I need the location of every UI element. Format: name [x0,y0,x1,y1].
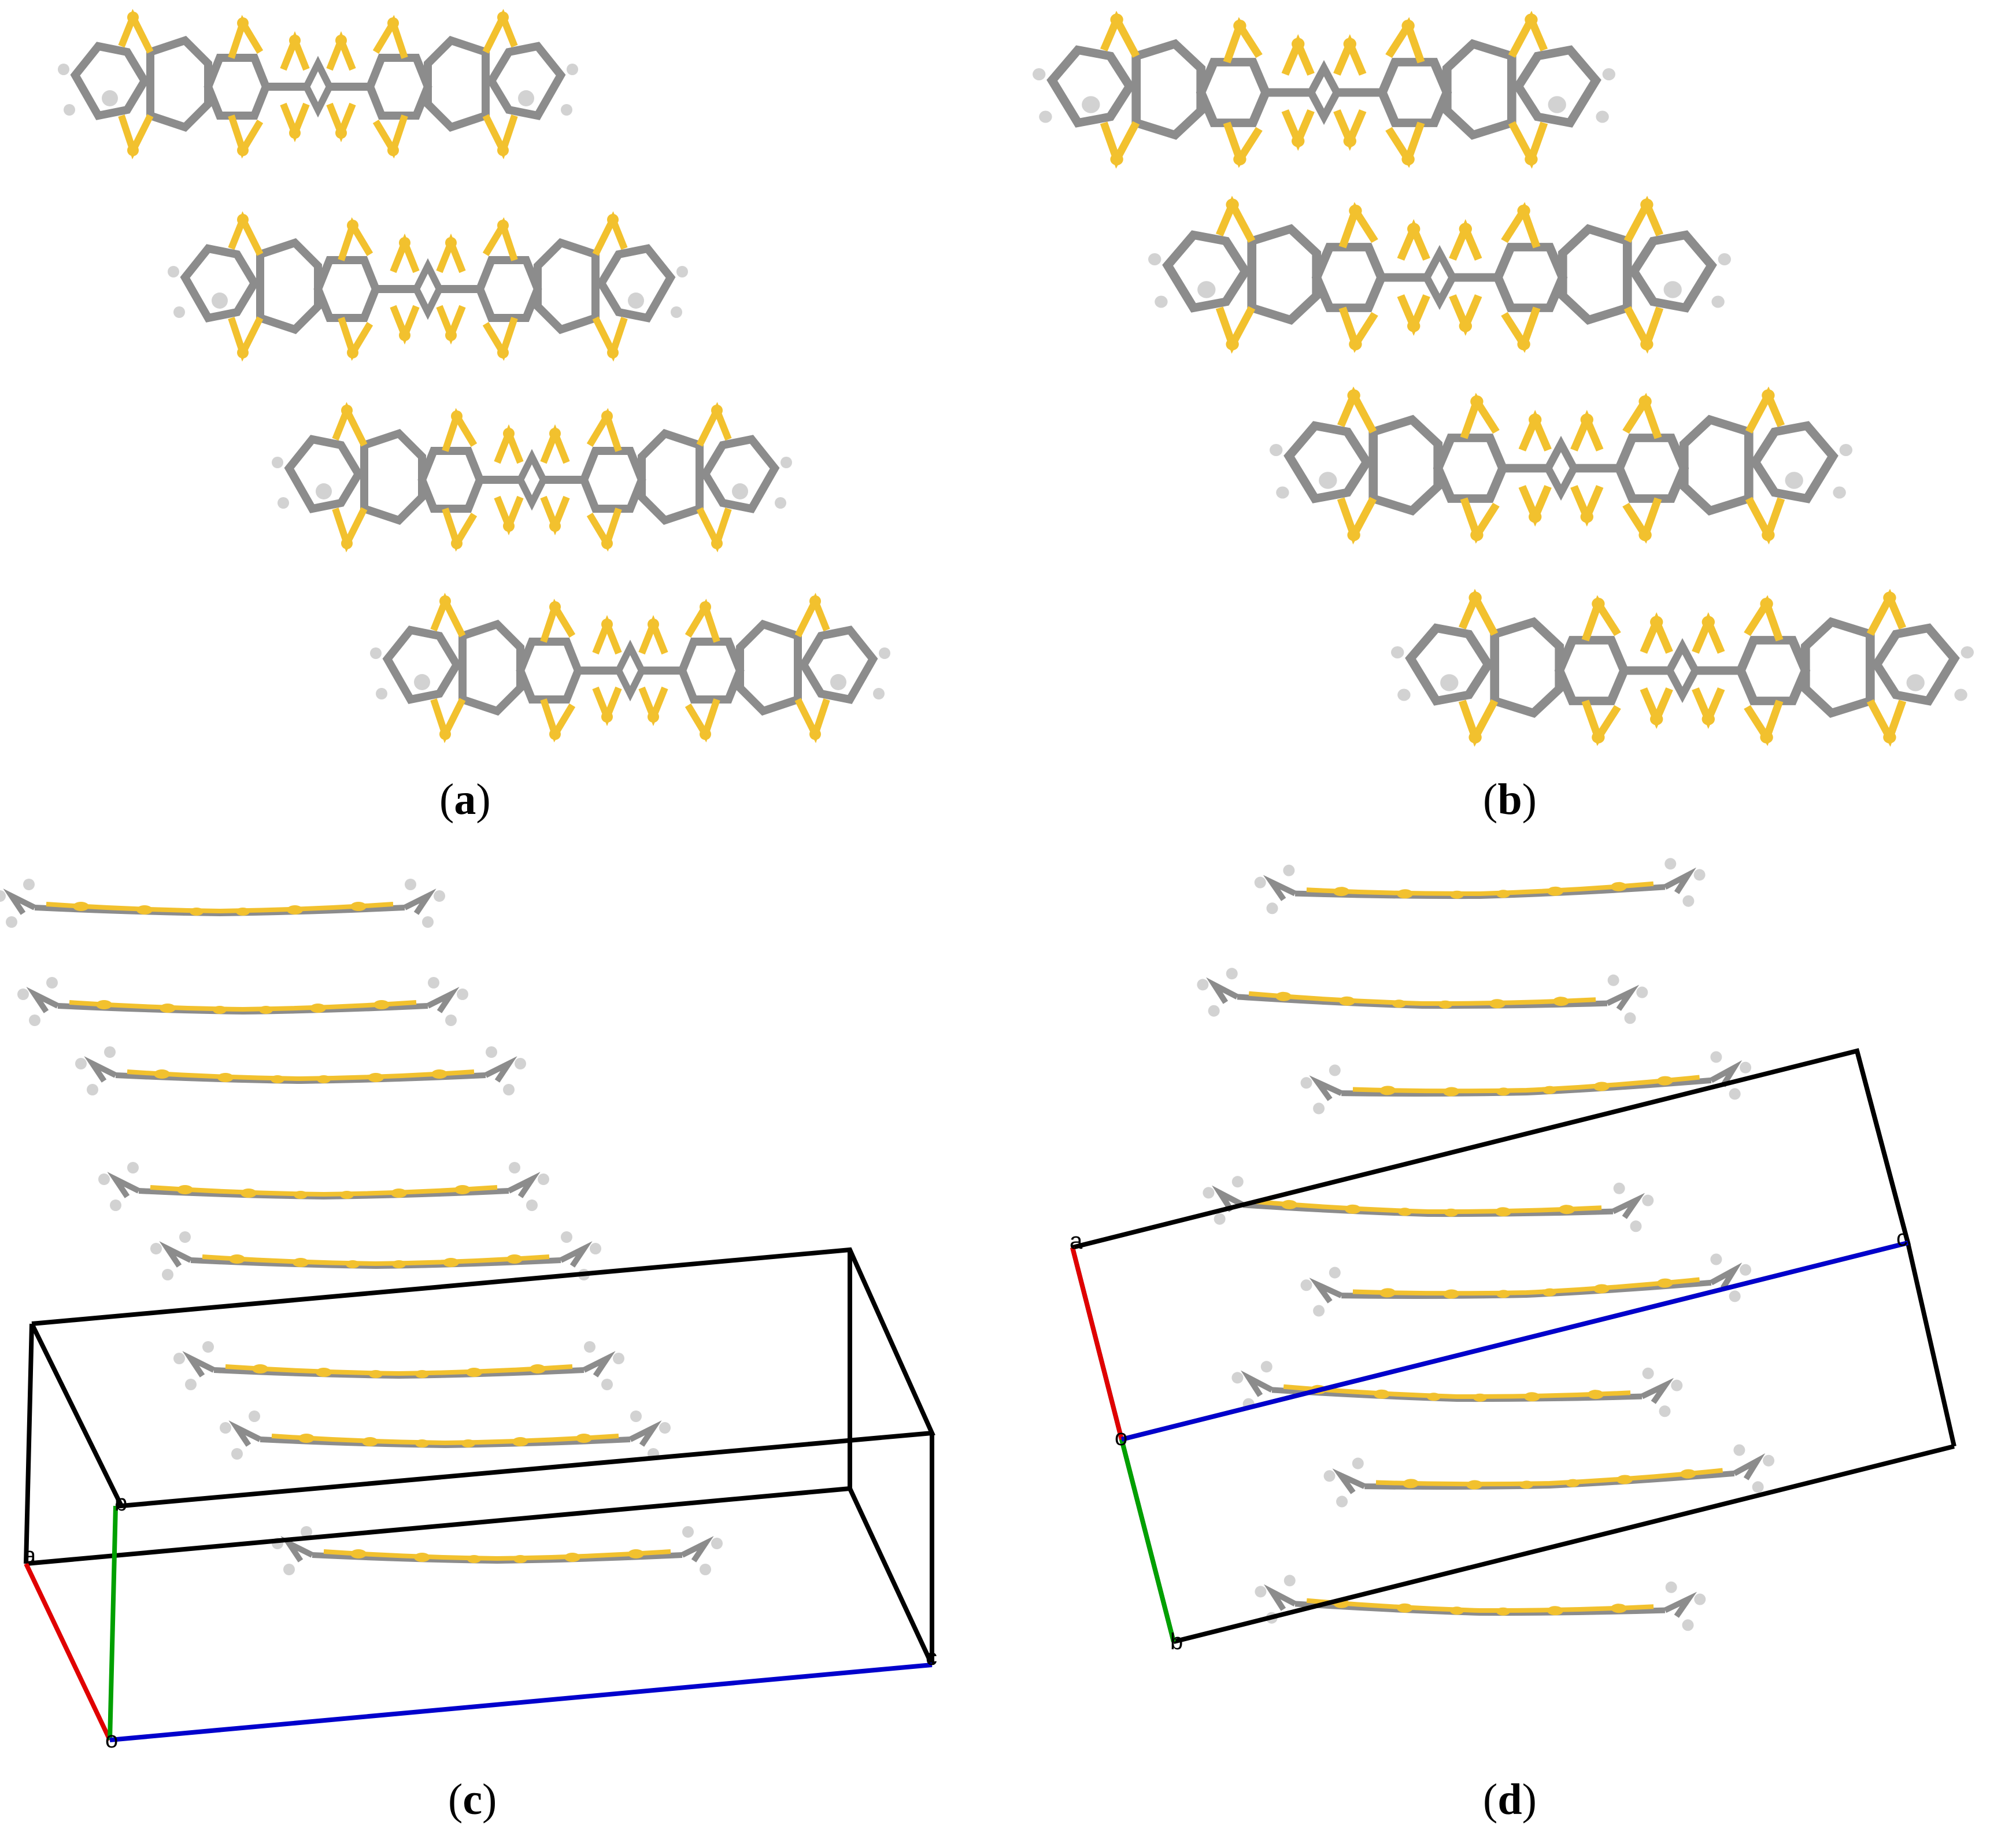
axis-a-c [24,1563,112,1741]
axis-b-d [1119,1439,1176,1642]
panel-c-side-view: o a b c [0,879,937,1753]
panel-label-c: (c) [448,1775,497,1824]
molecule-d5 [1300,1252,1752,1317]
molecule-c4 [98,1162,549,1211]
molecule-b3 [1270,390,1852,542]
molecule-d6 [1231,1360,1682,1417]
panel-label-d: (d) [1483,1775,1537,1824]
panel-label-b: (b) [1483,775,1537,824]
unit-cell-c [24,1247,935,1666]
axis-label-a-d: a [1070,1228,1083,1254]
molecule-c7 [220,1410,671,1460]
axis-label-origin-d: o [1115,1425,1127,1450]
panel-a-stack-view [58,12,890,740]
panel-b-stack-view [1033,13,1974,743]
axis-label-b-d: b [1170,1629,1183,1654]
molecule-d4 [1202,1175,1654,1232]
molecule-c1 [0,879,445,928]
molecule-d1 [1254,857,1706,915]
axis-label-c-c: c [926,1645,937,1670]
axis-label-c-d: c [1896,1226,1908,1251]
axis-b-c [108,1505,118,1741]
molecule-d3 [1300,1050,1752,1115]
molecule-c5 [150,1231,601,1280]
axis-c-d [1121,1241,1908,1442]
molecule-c3 [75,1046,526,1095]
molecule-d2 [1196,967,1648,1024]
molecule-a1 [58,12,578,156]
unit-cell-d [1070,1048,1956,1644]
axis-label-b-c: b [114,1490,127,1516]
axis-label-origin-c: o [105,1727,118,1753]
molecule-a4 [370,595,890,740]
axis-label-a-c: a [23,1543,36,1568]
axis-a-d [1070,1247,1124,1440]
molecule-d7 [1323,1443,1775,1508]
panel-label-a: (a) [439,775,491,824]
molecule-b2 [1148,199,1731,351]
molecule-a2 [168,214,688,358]
panel-d-side-view: o a b c [1070,857,1956,1654]
molecule-a3 [272,405,792,549]
axis-c-c [109,1663,933,1742]
molecule-c6 [173,1341,624,1390]
molecule-b1 [1033,13,1615,165]
molecule-c2 [17,977,468,1026]
molecule-b4 [1391,591,1974,743]
